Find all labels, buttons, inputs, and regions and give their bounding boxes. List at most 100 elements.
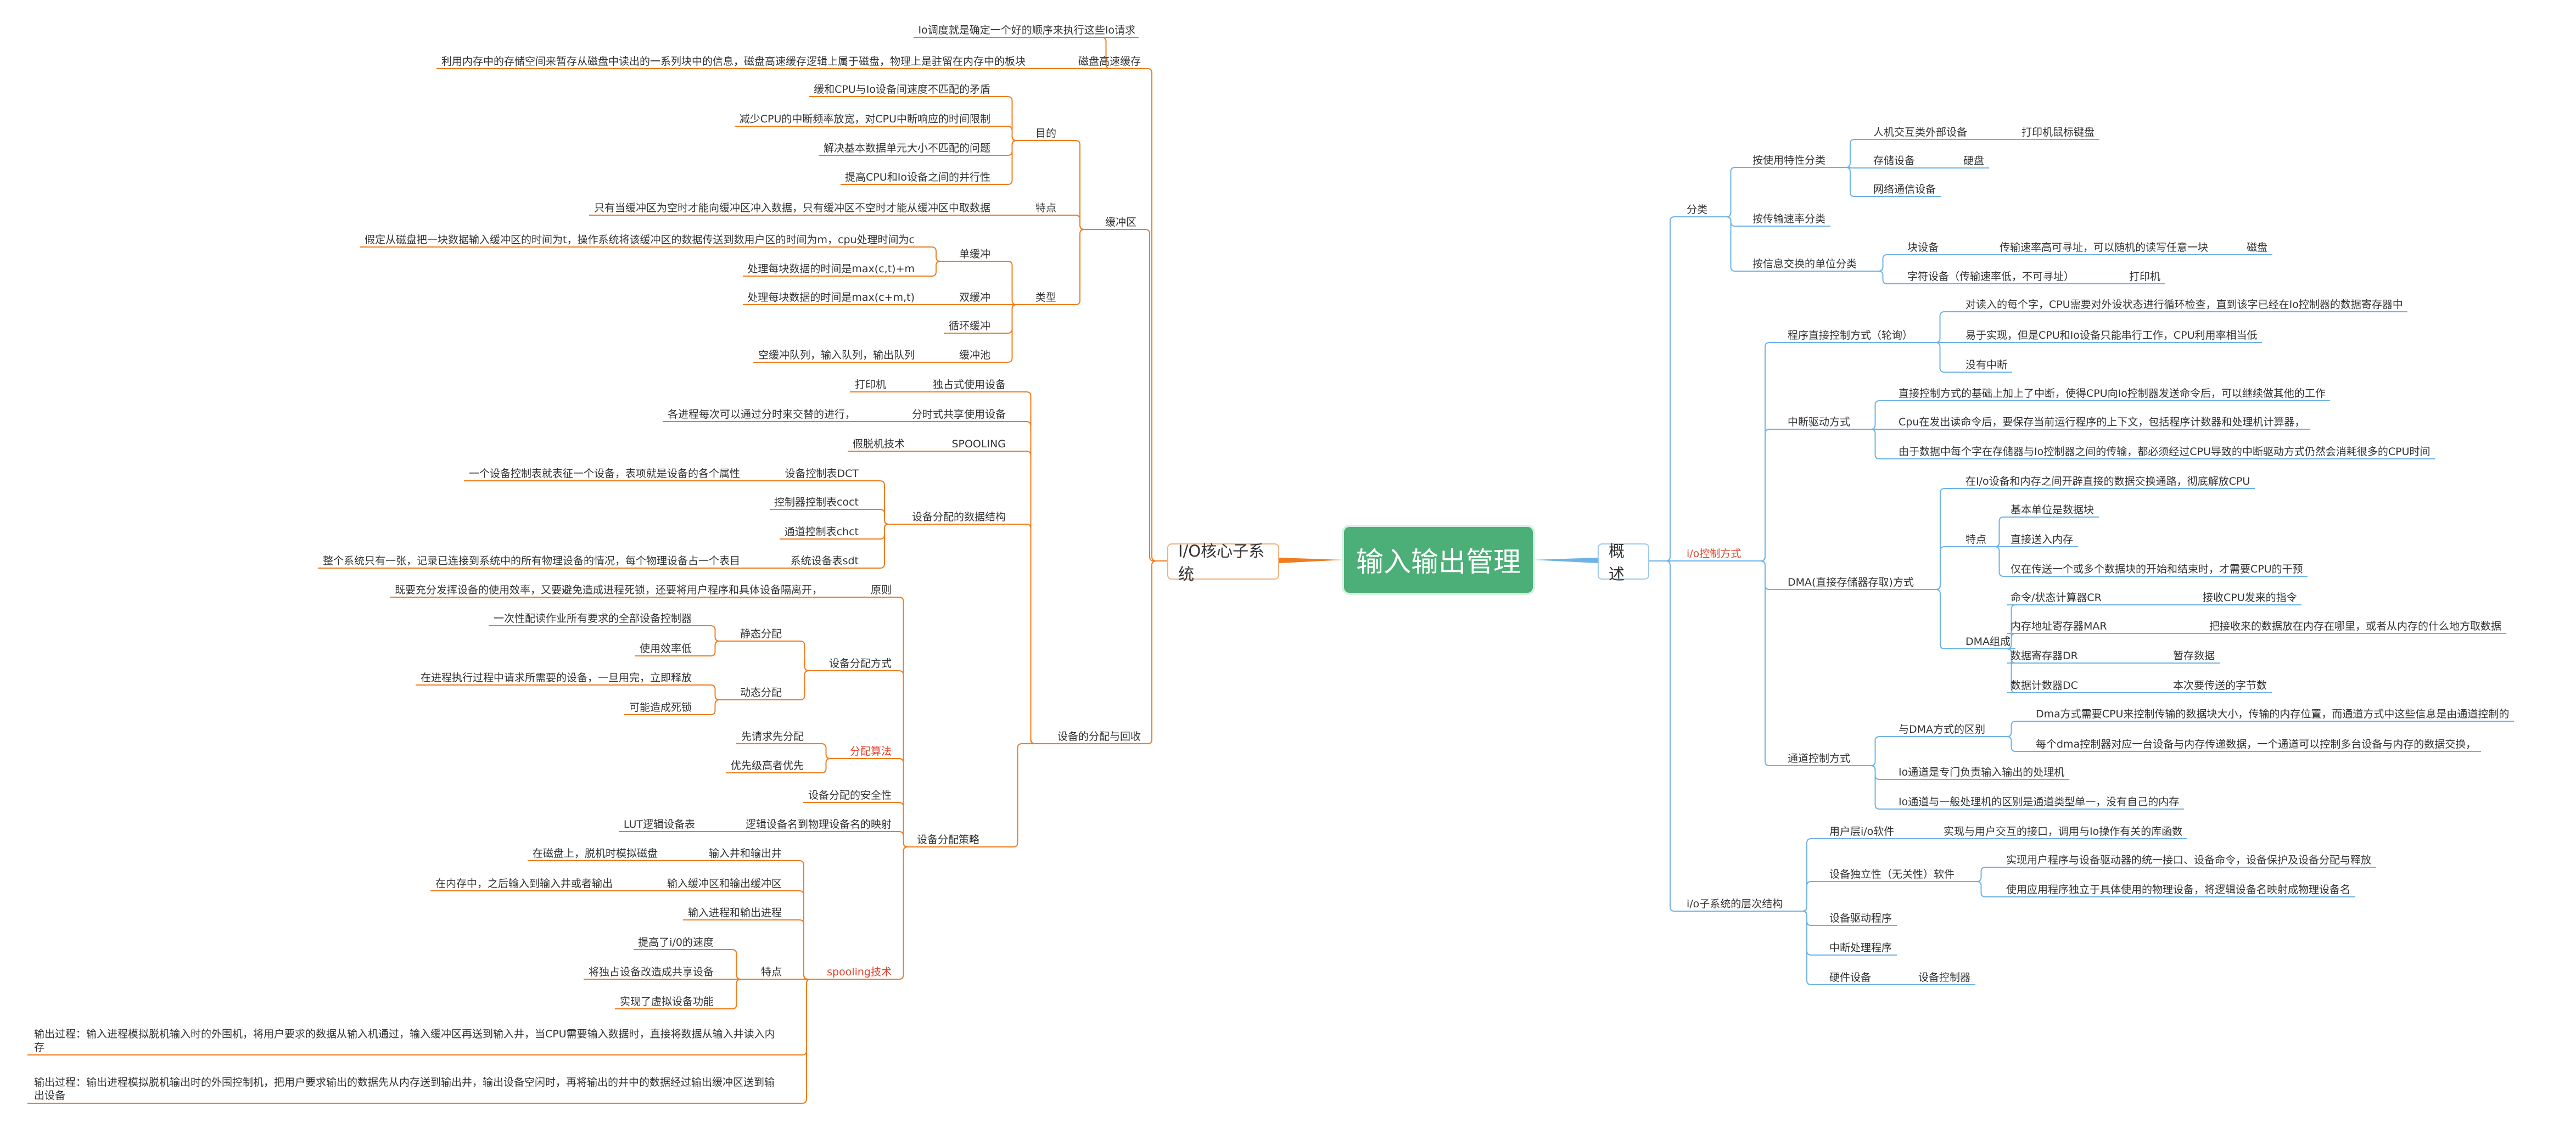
right-node-user-a[interactable]: 实现与用户交互的接口，调用与Io操作有关的库函数 xyxy=(1944,826,2183,838)
left-node-strategy[interactable]: 设备分配策略 xyxy=(916,834,979,846)
left-node-static-b[interactable]: 使用效率低 xyxy=(639,643,692,655)
left-node-timeshare[interactable]: 分时式共享使用设备 xyxy=(911,408,1006,420)
left-node-sdt-a[interactable]: 整个系统只有一张，记录已连接到系统中的所有物理设备的情况，每个物理设备占一个表目 xyxy=(322,555,740,567)
right-node-dma-feat[interactable]: 特点 xyxy=(1965,534,1987,546)
left-node-buf-cache-a[interactable]: Io调度就是确定一个好的顺序来执行这些Io请求 xyxy=(918,24,1135,36)
right-node-cls[interactable]: 分类 xyxy=(1687,204,1708,216)
right-node-intr[interactable]: 中断驱动方式 xyxy=(1788,416,1851,428)
right-node-indep-b[interactable]: 使用应用程序独立于具体使用的物理设备，将逻辑设备名映射成物理设备名 xyxy=(2006,884,2351,896)
left-node-dct-a[interactable]: 一个设备控制表就表征一个设备，表项就是设备的各个属性 xyxy=(468,468,740,480)
right-node-poll-c[interactable]: 没有中断 xyxy=(1965,359,2008,371)
right-node-chan-diff-b[interactable]: 每个dma控制器对应一台设备与内存传递数据，一个通道可以控制多台设备与内存的数据… xyxy=(2036,738,2477,750)
left-node-bufzone-a[interactable]: 在内存中，之后输入到输入井或者输出 xyxy=(435,878,613,890)
left-node-exclusive-a[interactable]: 打印机 xyxy=(854,379,886,391)
right-node-poll[interactable]: 程序直接控制方式（轮询） xyxy=(1788,329,1913,341)
left-node-dynamic-b[interactable]: 可能造成死锁 xyxy=(629,701,692,714)
right-node-char-a[interactable]: 打印机 xyxy=(2129,271,2161,283)
right-node-mar[interactable]: 内存地址寄存器MAR xyxy=(2011,620,2107,632)
right-node-indep[interactable]: 设备独立性（无关性）软件 xyxy=(1829,868,1955,880)
right-node-poll-b[interactable]: 易于实现，但是CPU和Io设备只能串行工作，CPU利用率相当低 xyxy=(1965,329,2258,341)
left-node-in-proc[interactable]: 输出过程：输入进程模拟脱机输入时的外围机，将用户要求的数据从输入机通过，输入缓冲… xyxy=(34,1028,775,1053)
right-node-dma[interactable]: DMA(直接存储器存取)方式 xyxy=(1788,576,1914,588)
left-node-dct[interactable]: 设备控制表DCT xyxy=(785,468,859,480)
left-node-sp-f3[interactable]: 实现了虚拟设备功能 xyxy=(619,996,714,1008)
right-node-storage[interactable]: 存储设备 xyxy=(1873,155,1916,167)
left-node-mapping[interactable]: 逻辑设备名到物理设备名的映射 xyxy=(745,818,892,830)
left-node-p3[interactable]: 解决基本数据单元大小不匹配的问题 xyxy=(823,142,990,154)
left-node-p2[interactable]: 减少CPU的中断频率放宽，对CPU中断响应的时间限制 xyxy=(739,113,990,125)
left-node-single[interactable]: 单缓冲 xyxy=(959,248,990,260)
left-node-double-a[interactable]: 处理每块数据的时间是max(c+m,t) xyxy=(747,291,915,304)
left-node-static[interactable]: 静态分配 xyxy=(740,628,782,640)
left-node-safety[interactable]: 设备分配的安全性 xyxy=(808,789,892,801)
right-node-by-rate[interactable]: 按传输速率分类 xyxy=(1752,213,1826,225)
right-node-dma-a[interactable]: 在I/o设备和内存之间开辟直接的数据交换通路，彻底解放CPU xyxy=(1965,475,2250,487)
right-node-dr[interactable]: 数据寄存器DR xyxy=(2011,650,2078,662)
left-node-well[interactable]: 输入井和输出井 xyxy=(708,847,782,860)
left-node-principle-a[interactable]: 既要充分发挥设备的使用效率，又要避免造成进程死锁，还要将用户程序和具体设备隔离开… xyxy=(394,584,822,596)
left-node-fcfs[interactable]: 先请求先分配 xyxy=(741,731,804,743)
left-node-sp-feat[interactable]: 特点 xyxy=(760,966,782,978)
right-node-intr-a[interactable]: 直接控制方式的基础上加上了中断，使得CPU向Io控制器发送命令后，可以继续做其他… xyxy=(1899,388,2326,400)
right-node-char[interactable]: 字符设备（传输速率低，不可寻址） xyxy=(1907,271,2075,283)
left-node-single-a[interactable]: 假定从磁盘把一块数据输入缓冲区的时间为t，操作系统将该缓冲区的数据传送到数用户区… xyxy=(365,234,915,246)
right-node-poll-a[interactable]: 对读入的每个字，CPU需要对外设状态进行循环检查，直到该字已经在Io控制器的数据… xyxy=(1965,299,2403,311)
right-node-intr-b[interactable]: Cpu在发出读命令后，要保存当前运行程序的上下文，包括程序计数器和处理机计算器， xyxy=(1899,416,2305,428)
right-node-layers[interactable]: i/o子系统的层次结构 xyxy=(1687,898,1783,910)
left-node-exclusive[interactable]: 独占式使用设备 xyxy=(932,379,1006,391)
left-node-principle[interactable]: 原则 xyxy=(870,584,892,596)
right-node-cr-a[interactable]: 接收CPU发来的指令 xyxy=(2203,592,2297,604)
left-node-coct[interactable]: 控制器控制表coct xyxy=(774,496,859,508)
right-node-dr-a[interactable]: 暂存数据 xyxy=(2173,650,2215,662)
left-node-sdt[interactable]: 系统设备表sdt xyxy=(790,555,859,567)
right-node-hw[interactable]: 硬件设备 xyxy=(1829,972,1872,984)
right-node-chan[interactable]: 通道控制方式 xyxy=(1788,753,1851,765)
right-node-hw-a[interactable]: 设备控制器 xyxy=(1918,972,1971,984)
left-node-bufzone[interactable]: 输入缓冲区和输出缓冲区 xyxy=(667,878,782,890)
left-node-p4[interactable]: 提高CPU和Io设备之间的并行性 xyxy=(845,171,990,183)
left-node-ds[interactable]: 设备分配的数据结构 xyxy=(911,511,1006,523)
left-node-dynamic-a[interactable]: 在进程执行过程中请求所需要的设备，一旦用完，立即释放 xyxy=(420,672,692,684)
left-node-spool[interactable]: spooling技术 xyxy=(827,966,892,978)
left-node-out-proc[interactable]: 输出过程：输出进程模拟脱机输出时的外围控制机，把用户要求输出的数据先从内存送到输… xyxy=(34,1076,775,1102)
left-node-chct[interactable]: 通道控制表chct xyxy=(784,526,859,538)
left-node-feature[interactable]: 特点 xyxy=(1035,202,1056,214)
right-node-ioctl[interactable]: i/o控制方式 xyxy=(1687,548,1741,560)
left-node-spooling-top[interactable]: SPOOLING xyxy=(951,438,1006,450)
right-node-chan-c[interactable]: Io通道与一般处理机的区别是通道类型单一，没有自己的内存 xyxy=(1899,796,2180,808)
left-node-cycle[interactable]: 循环缓冲 xyxy=(948,320,990,332)
left-node-method[interactable]: 设备分配方式 xyxy=(828,658,892,670)
right-node-by-use[interactable]: 按使用特性分类 xyxy=(1752,154,1826,166)
right-node-mar-a[interactable]: 把接收来的数据放在内存在哪里，或者从内存的什么地方取数据 xyxy=(2209,620,2502,632)
left-node-buf-cache[interactable]: 磁盘高速缓存 xyxy=(1078,55,1141,68)
right-node-cr[interactable]: 命令/状态计算器CR xyxy=(2011,592,2102,604)
left-node-pool-a[interactable]: 空缓冲队列，输入队列，输出队列 xyxy=(758,349,915,361)
right-node-chan-diff[interactable]: 与DMA方式的区别 xyxy=(1899,723,1986,735)
right-node-dma-f2[interactable]: 直接送入内存 xyxy=(2011,534,2074,546)
left-node-f1[interactable]: 只有当缓冲区为空时才能向缓冲区冲入数据，只有缓冲区不空时才能从缓冲区中取数据 xyxy=(593,202,990,214)
overview-node[interactable]: 概述 xyxy=(1598,542,1649,583)
left-node-buffer[interactable]: 缓冲区 xyxy=(1105,216,1136,228)
left-node-spooling-top-a[interactable]: 假脱机技术 xyxy=(852,438,905,450)
left-node-buf-cache-b[interactable]: 利用内存中的存储空间来暂存从磁盘中读出的一系列块中的信息，磁盘高速缓存逻辑上属于… xyxy=(441,55,1026,68)
left-node-well-a[interactable]: 在磁盘上，脱机时模拟磁盘 xyxy=(532,847,658,860)
left-node-static-a[interactable]: 一次性配读作业所有要求的全部设备控制器 xyxy=(493,613,692,625)
left-node-proc[interactable]: 输入进程和输出进程 xyxy=(687,907,782,919)
right-node-indep-a[interactable]: 实现用户程序与设备驱动器的统一接口、设备命令，设备保护及设备分配与释放 xyxy=(2006,854,2372,866)
left-node-dynamic[interactable]: 动态分配 xyxy=(740,687,782,699)
left-node-single-b[interactable]: 处理每块数据的时间是max(c,t)+m xyxy=(747,263,915,275)
right-node-block[interactable]: 块设备 xyxy=(1907,242,1939,254)
left-node-p1[interactable]: 缓和CPU与Io设备间速度不匹配的矛盾 xyxy=(814,83,990,96)
right-node-driver[interactable]: 设备驱动程序 xyxy=(1829,912,1892,924)
left-node-sp-f2[interactable]: 将独占设备改造成共享设备 xyxy=(588,966,714,978)
right-node-dc-a[interactable]: 本次要传送的字节数 xyxy=(2173,680,2267,692)
right-node-isr[interactable]: 中断处理程序 xyxy=(1829,942,1892,954)
left-node-prio[interactable]: 优先级高者优先 xyxy=(730,760,804,772)
right-node-block-a[interactable]: 传输速率高可寻址，可以随机的读写任意一块 xyxy=(2000,242,2209,254)
right-node-dma-f1[interactable]: 基本单位是数据块 xyxy=(2011,504,2095,516)
left-node-purpose[interactable]: 目的 xyxy=(1035,127,1056,139)
right-node-dc[interactable]: 数据计数器DC xyxy=(2011,680,2078,692)
io-core-subsystem-node[interactable]: I/O核心子系统 xyxy=(1167,542,1279,583)
right-node-storage-a[interactable]: 硬盘 xyxy=(1963,155,1985,167)
left-node-double[interactable]: 双缓冲 xyxy=(959,291,990,304)
